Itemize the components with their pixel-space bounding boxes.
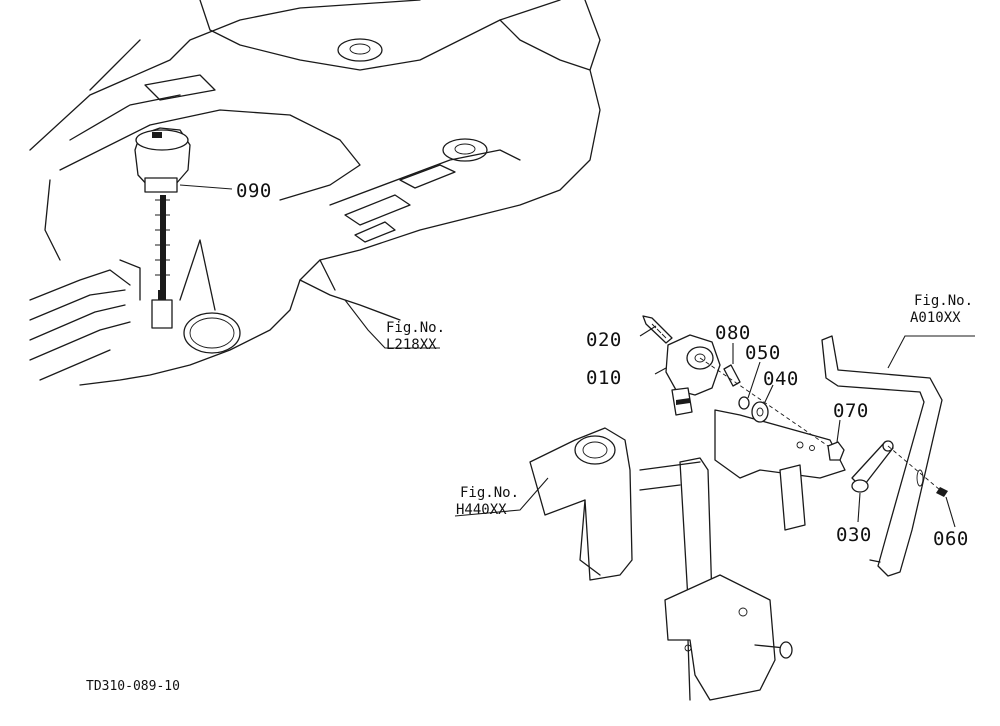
part-020-screw (642, 315, 673, 344)
fig-ref-right-number: A010XX (910, 310, 961, 326)
floor-panel-assembly (29, 0, 601, 386)
label-050: 050 (745, 342, 781, 364)
label-020: 020 (586, 329, 622, 351)
fig-ref-right-prefix: Fig.No. (914, 293, 973, 309)
label-030: 030 (836, 524, 872, 546)
label-070: 070 (833, 400, 869, 422)
label-040: 040 (763, 368, 799, 390)
label-090: 090 (236, 180, 272, 202)
fig-ref-left-prefix: Fig.No. (460, 485, 519, 501)
label-080: 080 (715, 322, 751, 344)
drawing-code: TD310-089-10 (86, 679, 180, 694)
part-010-sensor (665, 334, 721, 416)
bracket-assembly (529, 409, 846, 701)
fig-ref-top-prefix: Fig.No. (386, 320, 445, 336)
label-010: 010 (586, 367, 622, 389)
part-040-ring (751, 401, 769, 423)
part-070-nut (827, 441, 845, 461)
part-050-washer (738, 396, 750, 410)
part-030-link (851, 440, 894, 493)
fig-ref-left-number: H440XX (456, 502, 507, 518)
fig-ref-top-number: L218XX (386, 337, 437, 353)
part-090-sensor (134, 127, 191, 329)
lever-rod (821, 335, 943, 577)
assembly-lines (699, 357, 941, 491)
part-080-collar (723, 364, 741, 387)
part-060-screw (936, 487, 948, 497)
label-060: 060 (933, 528, 969, 550)
leader-lines (179, 184, 975, 528)
